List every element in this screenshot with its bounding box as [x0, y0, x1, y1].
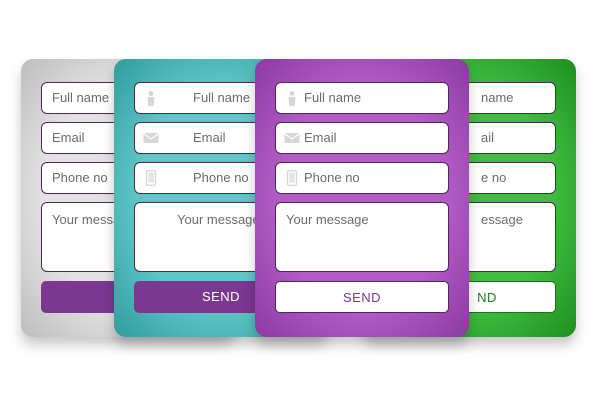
message-placeholder: Your message: [286, 212, 369, 227]
phone-placeholder: Phone no: [52, 170, 108, 185]
message-textarea[interactable]: Your message: [275, 202, 449, 272]
send-button[interactable]: SEND: [275, 281, 449, 313]
envelope-icon: [143, 130, 159, 146]
person-icon: [143, 90, 159, 106]
full-name-placeholder: name: [481, 90, 514, 105]
person-icon: [284, 90, 300, 106]
email-placeholder: Email: [304, 130, 337, 145]
send-label: ND: [477, 290, 497, 305]
send-label: SEND: [201, 289, 241, 304]
message-placeholder: essage: [481, 212, 523, 227]
email-input[interactable]: Email: [275, 122, 449, 154]
phone-icon: [284, 170, 300, 186]
email-placeholder: ail: [481, 130, 495, 145]
phone-placeholder: Phone no: [304, 170, 360, 185]
phone-input[interactable]: Phone no: [275, 162, 449, 194]
send-label: SEND: [342, 290, 382, 305]
message-placeholder: Your message: [52, 212, 135, 227]
full-name-placeholder: Full name: [193, 90, 251, 105]
message-placeholder: Your message: [177, 212, 260, 227]
full-name-placeholder: Full name: [52, 90, 110, 105]
full-name-placeholder: Full name: [304, 90, 362, 105]
phone-icon: [143, 170, 159, 186]
full-name-input[interactable]: Full name: [275, 82, 449, 114]
email-placeholder: Email: [52, 130, 85, 145]
envelope-icon: [284, 130, 300, 146]
email-placeholder: Email: [193, 130, 226, 145]
phone-placeholder: Phone no: [193, 170, 249, 185]
contact-card-purple: Full name Email Phone no Your message SE…: [255, 59, 469, 337]
phone-placeholder: e no: [481, 170, 507, 185]
